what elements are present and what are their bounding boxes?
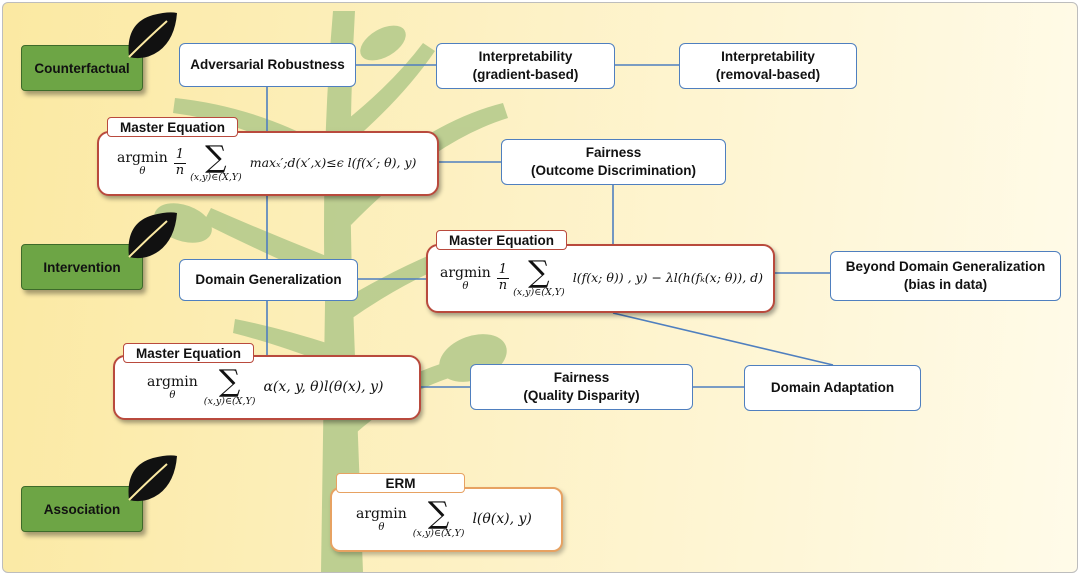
- erm-tag: ERM: [336, 473, 465, 493]
- interpretability-gradient-line2: (gradient-based): [472, 67, 579, 82]
- fairness-outcome-line2: (Outcome Discrimination): [530, 163, 697, 178]
- eq1-frac-den: n: [175, 163, 185, 178]
- intervention-label: Intervention: [43, 259, 121, 275]
- level-association: Association: [21, 486, 143, 532]
- interpretability-gradient-line1: Interpretability: [478, 49, 573, 65]
- fairness-quality-line1: Fairness: [553, 370, 610, 386]
- eq4-op-sub: θ: [378, 522, 385, 534]
- adversarial-robustness-label: Adversarial Robustness: [190, 57, 345, 73]
- eq2-op: argmin: [440, 264, 491, 281]
- level-intervention: Intervention: [21, 244, 143, 290]
- connector-lines: [266, 64, 834, 388]
- eq2-frac-den: n: [498, 278, 508, 293]
- fairness-outcome-line1: Fairness: [585, 145, 642, 161]
- adversarial-robustness-box: Adversarial Robustness: [179, 43, 356, 87]
- master-equation-tag-1-label: Master Equation: [119, 119, 225, 135]
- master-equation-tag-3: Master Equation: [123, 343, 254, 363]
- interpretability-removal-line1: Interpretability: [721, 49, 815, 65]
- eq3-sum-sub: (x,y)∈(X,Y): [203, 395, 256, 407]
- eq2-term: l(f(x; θ)) , y) − λl(h(fₖ(x; θ)), d): [572, 270, 764, 286]
- erm-tag-label: ERM: [385, 475, 416, 491]
- beyond-dg-line2: (bias in data): [903, 277, 988, 292]
- fairness-outcome-box: Fairness (Outcome Discrimination): [501, 139, 726, 185]
- eq3-term: α(x, y, θ)l(θ(x), y): [263, 379, 384, 396]
- association-label: Association: [43, 501, 121, 517]
- master-equation-tag-1: Master Equation: [107, 117, 238, 137]
- master-equation-tag-3-label: Master Equation: [135, 345, 241, 361]
- beyond-dg-line1: Beyond Domain Generalization: [845, 259, 1046, 275]
- eq2-sum-sub: (x,y)∈(X,Y): [513, 286, 565, 298]
- fairness-quality-box: Fairness (Quality Disparity): [470, 364, 693, 410]
- master-equation-tag-2: Master Equation: [436, 230, 567, 250]
- interpretability-removal-box: Interpretability (removal-based): [679, 43, 857, 89]
- leaf-icon: [128, 212, 177, 259]
- eq1-sum-sub: (x,y)∈(X,Y): [190, 171, 242, 183]
- eq3-op-sub: θ: [169, 390, 176, 402]
- eq4-term: l(θ(x), y): [472, 511, 532, 528]
- domain-generalization-box: Domain Generalization: [179, 259, 358, 301]
- master-equation-tag-2-label: Master Equation: [448, 232, 554, 248]
- interpretability-removal-line2: (removal-based): [715, 67, 821, 82]
- counterfactual-label: Counterfactual: [34, 60, 130, 76]
- level-counterfactual: Counterfactual: [21, 45, 143, 91]
- leaf-icon: [128, 455, 177, 502]
- domain-generalization-label: Domain Generalization: [195, 272, 342, 288]
- interpretability-gradient-box: Interpretability (gradient-based): [436, 43, 615, 89]
- leaf-icon: [128, 12, 177, 59]
- eq2-op-sub: θ: [462, 281, 469, 293]
- domain-adaptation-box: Domain Adaptation: [744, 365, 921, 411]
- eq1-frac-num: 1: [173, 147, 187, 164]
- fairness-quality-line2: (Quality Disparity): [523, 388, 640, 403]
- eq4-sum-sub: (x,y)∈(X,Y): [412, 527, 465, 539]
- eq1-op: argmin: [117, 149, 168, 166]
- eq1-op-sub: θ: [139, 166, 146, 178]
- eq2-frac-num: 1: [496, 262, 510, 279]
- eq3-op: argmin: [147, 373, 198, 390]
- eq4-op: argmin: [356, 505, 407, 522]
- beyond-domain-generalization-box: Beyond Domain Generalization (bias in da…: [830, 251, 1061, 301]
- eq1-term: maxₓ′;d(x′,x)≤ϵ l(f(x′; θ), y): [249, 155, 417, 171]
- domain-adaptation-label: Domain Adaptation: [770, 380, 895, 396]
